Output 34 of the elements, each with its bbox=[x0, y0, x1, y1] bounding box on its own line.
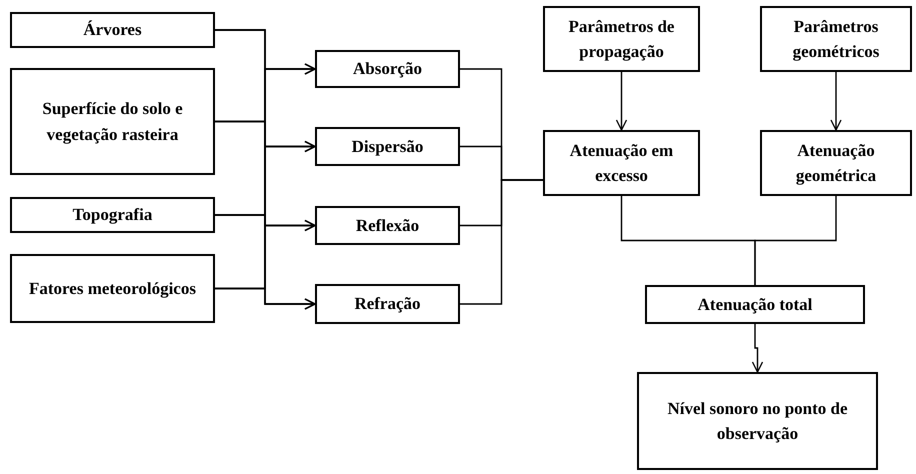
arrow bbox=[215, 288, 316, 310]
process-box bbox=[315, 127, 460, 166]
arrow bbox=[830, 72, 842, 131]
box-label: Refração bbox=[354, 293, 421, 316]
box-label: Reflexão bbox=[356, 214, 420, 237]
process-box bbox=[10, 197, 215, 233]
process-box bbox=[543, 6, 700, 72]
box-label: Árvores bbox=[83, 19, 142, 42]
connector-line bbox=[460, 179, 543, 305]
arrow bbox=[752, 324, 764, 373]
process-box bbox=[315, 206, 460, 245]
box-label: Nível sonoro no ponto de observação bbox=[666, 398, 849, 445]
process-box bbox=[760, 130, 912, 196]
process-box bbox=[315, 50, 460, 88]
box-label: Atenuação geométrica bbox=[794, 140, 878, 187]
box-label: Atenuação total bbox=[698, 294, 812, 316]
connector-line bbox=[754, 196, 837, 285]
process-box bbox=[760, 6, 912, 72]
process-box bbox=[645, 285, 865, 324]
box-label: Absorção bbox=[353, 58, 422, 80]
box-label: Dispersão bbox=[352, 136, 424, 158]
process-box bbox=[10, 12, 215, 48]
process-box bbox=[10, 254, 215, 323]
arrow bbox=[616, 72, 628, 131]
box-label: Fatores meteorológicos bbox=[29, 278, 196, 300]
box-label: Superfície do solo e vegetação rasteira bbox=[41, 98, 184, 146]
process-box bbox=[543, 130, 700, 196]
process-box bbox=[637, 372, 878, 470]
process-box bbox=[10, 68, 215, 175]
box-label: Atenuação em excesso bbox=[568, 140, 674, 187]
box-label: Parâmetros geométricos bbox=[792, 16, 880, 63]
process-box bbox=[315, 284, 460, 324]
box-label: Parâmetros de propagação bbox=[568, 16, 676, 63]
box-label: Topografia bbox=[72, 204, 152, 226]
